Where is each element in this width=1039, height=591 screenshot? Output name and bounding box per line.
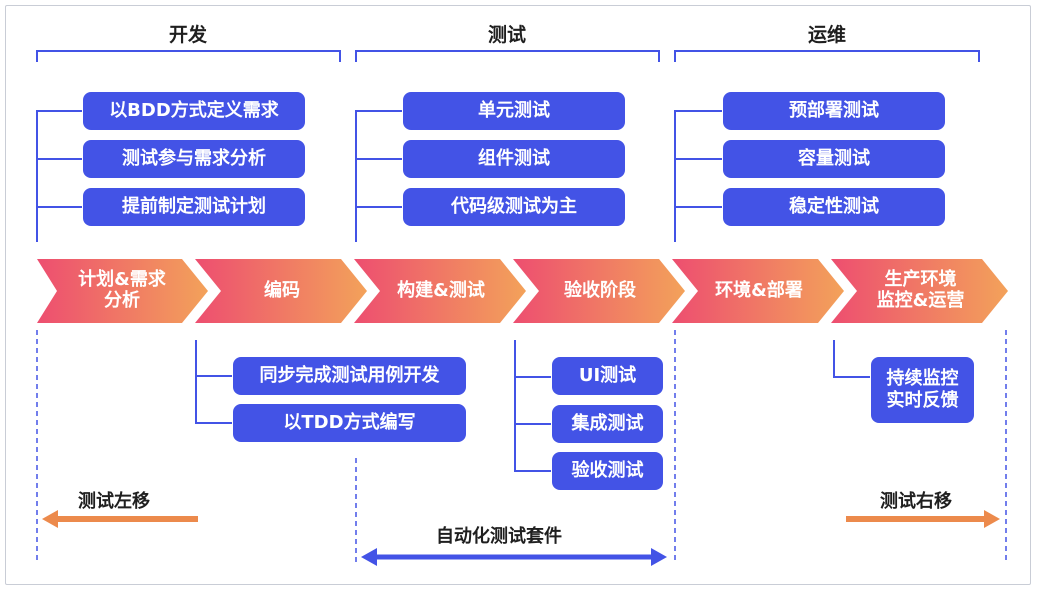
chevron-deploy	[672, 259, 844, 323]
box-tdd-writing: 以TDD方式编写	[233, 404, 466, 442]
stage-chevrons	[37, 259, 1008, 323]
phase-brackets	[36, 50, 980, 62]
box-early-test-plan: 提前制定测试计划	[83, 188, 305, 226]
connector-dev	[36, 110, 82, 242]
box-capacity-test: 容量测试	[723, 140, 945, 178]
phase-title-test: 测试	[487, 24, 526, 46]
box-unit-test: 单元测试	[403, 92, 625, 130]
box-acceptance-test: 验收测试	[552, 452, 663, 490]
shift-left-arrow	[42, 510, 198, 528]
connector-acceptance	[514, 340, 551, 472]
top-connectors	[36, 110, 722, 242]
box-component-test: 组件测试	[403, 140, 625, 178]
chevron-coding	[195, 259, 367, 323]
box-pre-deploy-test: 预部署测试	[723, 92, 945, 130]
box-sync-test-cases: 同步完成测试用例开发	[233, 357, 466, 395]
box-ui-test: UI测试	[552, 357, 663, 395]
bracket-test	[355, 50, 660, 62]
connector-coding	[195, 340, 232, 424]
bottom-connectors	[195, 340, 870, 472]
chevron-acceptance	[513, 259, 685, 323]
chevron-planning	[37, 259, 208, 323]
connector-ops	[674, 110, 722, 242]
automation-double-arrow	[361, 548, 667, 566]
diagram-frame	[5, 5, 1031, 585]
box-stability-test: 稳定性测试	[723, 188, 945, 226]
stage-production-label: 生产环境 监控&运营	[876, 269, 965, 311]
shift-right-label: 测试右移	[880, 491, 952, 512]
bracket-dev	[36, 50, 341, 62]
stage-planning-label: 计划&需求 分析	[78, 269, 166, 311]
box-bdd-requirements: 以BDD方式定义需求	[83, 92, 305, 130]
phase-title-dev: 开发	[168, 24, 207, 46]
connector-production	[833, 340, 870, 378]
box-test-requirement-analysis: 测试参与需求分析	[83, 140, 305, 178]
dashed-dividers	[36, 330, 1007, 563]
stage-coding-label: 编码	[264, 279, 300, 301]
stage-build-test-label: 构建&测试	[397, 279, 485, 301]
box-continuous-monitoring: 持续监控 实时反馈	[871, 357, 974, 423]
chevron-build	[354, 259, 526, 323]
stage-acceptance-label: 验收阶段	[564, 279, 636, 301]
automation-suite-label: 自动化测试套件	[436, 526, 562, 547]
phase-title-ops: 运维	[807, 24, 846, 46]
shift-right-arrow	[846, 510, 1000, 528]
bracket-ops	[674, 50, 980, 62]
box-code-level-test: 代码级测试为主	[403, 188, 625, 226]
shift-left-label: 测试左移	[78, 491, 150, 512]
stage-deploy-label: 环境&部署	[715, 279, 803, 301]
box-integration-test: 集成测试	[552, 405, 663, 443]
connector-test	[355, 110, 402, 242]
chevron-production	[831, 259, 1008, 323]
